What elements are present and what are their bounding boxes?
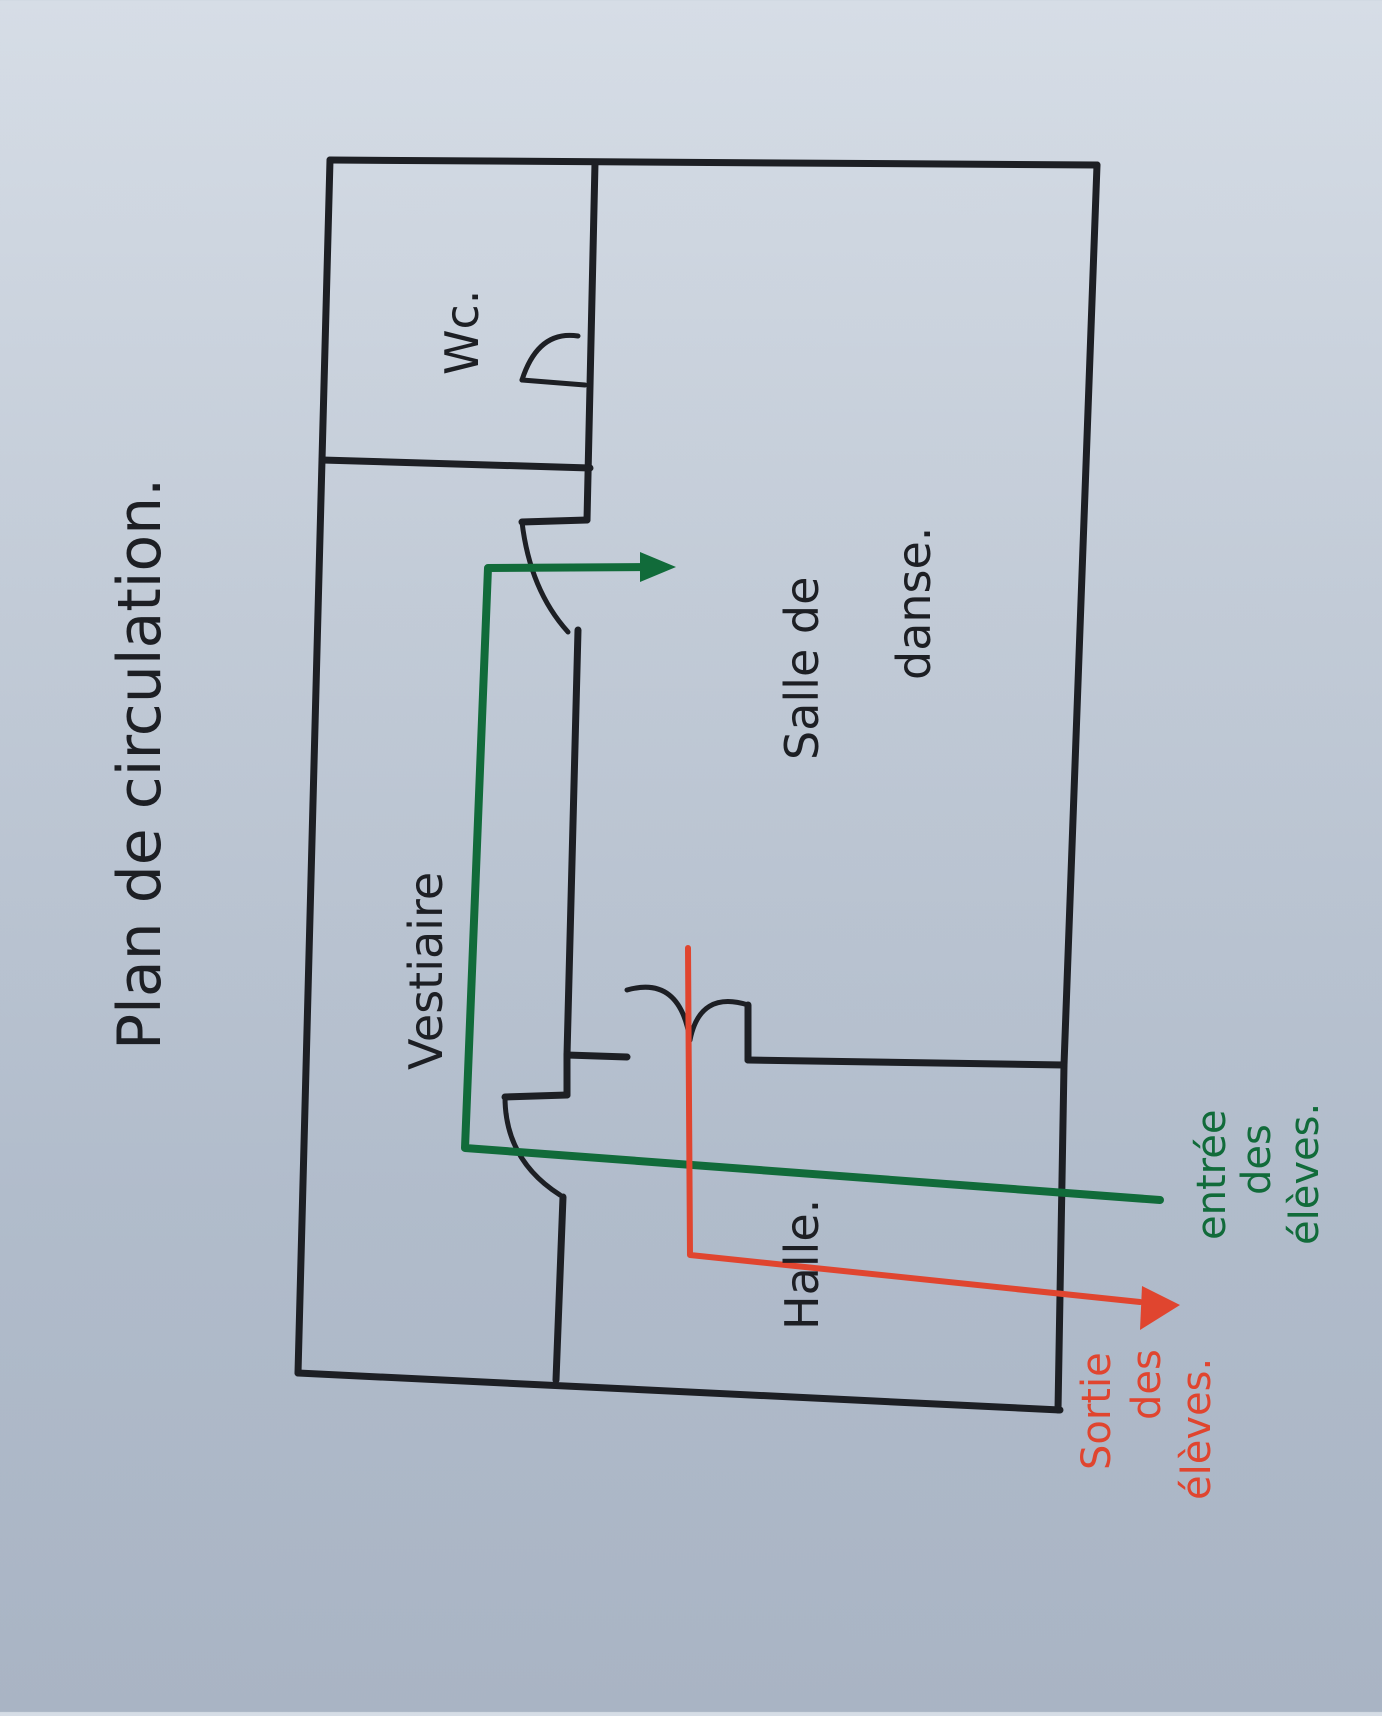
- wall-corridor-upper: [518, 516, 591, 526]
- wall-left-lower: [294, 456, 326, 1377]
- wall-wc-bottom: [318, 456, 594, 472]
- wall-salle-bottom: [744, 1056, 1068, 1069]
- wall-corridor-step3: [501, 1091, 571, 1101]
- wall-right-upper: [1060, 161, 1101, 1069]
- door-wc-swing: [519, 332, 581, 383]
- sortie-path: [685, 945, 1180, 1330]
- sortie-arrow-head: [1140, 1286, 1180, 1330]
- door-salle-exit-left: [624, 984, 693, 1043]
- wall-corridor-lower: [552, 1193, 567, 1384]
- plan-title: Plan de circulation.: [105, 478, 175, 1050]
- wall-top: [326, 156, 1101, 169]
- room-label-salle-line2: danse.: [887, 527, 941, 680]
- entree-label-line2: des: [1234, 1124, 1280, 1195]
- door-salle-exit-right: [687, 999, 751, 1043]
- entree-label: entrée des élèves.: [1189, 1103, 1328, 1245]
- outer-walls: [294, 156, 1101, 1414]
- entree-arrow-head: [640, 552, 676, 582]
- sortie-label-line1: Sortie: [1074, 1352, 1120, 1470]
- sortie-label: Sortie des élèves.: [1074, 1349, 1220, 1500]
- room-label-wc: Wc.: [435, 290, 489, 375]
- wall-wc-vertical: [583, 159, 599, 524]
- room-label-vestiaire: Vestiaire: [399, 872, 453, 1070]
- wall-right-lower: [1054, 1061, 1068, 1414]
- sortie-label-line2: des: [1124, 1349, 1170, 1420]
- entree-path-line: [461, 563, 1164, 1204]
- room-label-hall: Halle.: [775, 1199, 829, 1330]
- door-wc-leaf: [519, 377, 588, 388]
- room-label-salle-line1: Salle de: [775, 577, 829, 760]
- door-vestiaire-salle-swing: [519, 519, 571, 635]
- door-hall-vestiaire-swing: [502, 1094, 563, 1198]
- sortie-path-line: [685, 945, 1143, 1305]
- entree-label-line1: entrée: [1189, 1110, 1235, 1240]
- wall-bottom: [294, 1369, 1064, 1414]
- wall-left-upper: [318, 156, 334, 464]
- inner-walls: [318, 159, 1068, 1384]
- wall-corridor-step1: [563, 1051, 631, 1061]
- entree-label-line3: élèves.: [1282, 1103, 1328, 1245]
- entree-path: [461, 552, 1164, 1204]
- sortie-label-line3: élèves.: [1174, 1358, 1220, 1500]
- wall-corridor-mid: [563, 626, 582, 1059]
